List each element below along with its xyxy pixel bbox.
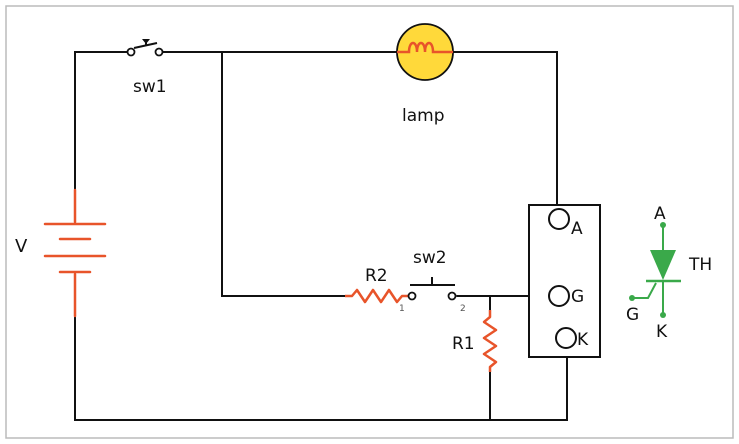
battery-label: V [15,236,28,257]
sw2-pin-2: 2 [460,304,466,314]
sw2-pin-1: 1 [399,304,405,314]
sw1-arrow-icon [142,39,150,44]
switch-sw2 [407,277,457,301]
terminal-k-label: K [577,330,589,350]
terminal-g-label: G [571,287,584,307]
resistor-r1 [482,310,498,372]
wires [74,51,568,421]
th-k-label: K [656,322,668,342]
terminal-a-label: A [571,219,583,239]
wire-bottom-return [74,315,568,421]
sw1-contact-left [126,47,136,57]
thyristor-module [528,204,601,358]
sw1-label: sw1 [133,77,167,97]
wire-lamp-to-anode [454,51,558,209]
lamp-symbol [395,23,455,81]
th-g-label: G [626,305,639,325]
th-cathode-dot [660,312,666,318]
th-gate-dot [629,295,635,301]
battery-symbol [43,188,107,318]
sw2-contact-2 [447,291,457,301]
wire-left-top [74,51,128,191]
switch-sw1 [126,39,164,57]
terminal-a [548,208,570,230]
r2-label: R2 [365,266,388,286]
th-triangle-icon [650,250,676,280]
terminal-g [548,285,570,307]
sw1-contact-right [154,47,164,57]
terminal-k [555,327,577,349]
th-a-label: A [654,204,666,224]
lamp-label: lamp [402,106,445,126]
sw2-label: sw2 [413,248,447,268]
r1-label: R1 [452,334,475,354]
th-gate-lead [632,282,657,299]
diagram-frame [5,5,734,439]
thyristor-symbol [629,222,681,318]
resistor-r2 [345,288,408,304]
sw2-contact-1 [407,291,417,301]
th-name-label: TH [688,255,712,275]
lamp-filament-icon [397,41,453,54]
wire-gate-branch [221,51,346,297]
sw1-lever [133,42,158,49]
